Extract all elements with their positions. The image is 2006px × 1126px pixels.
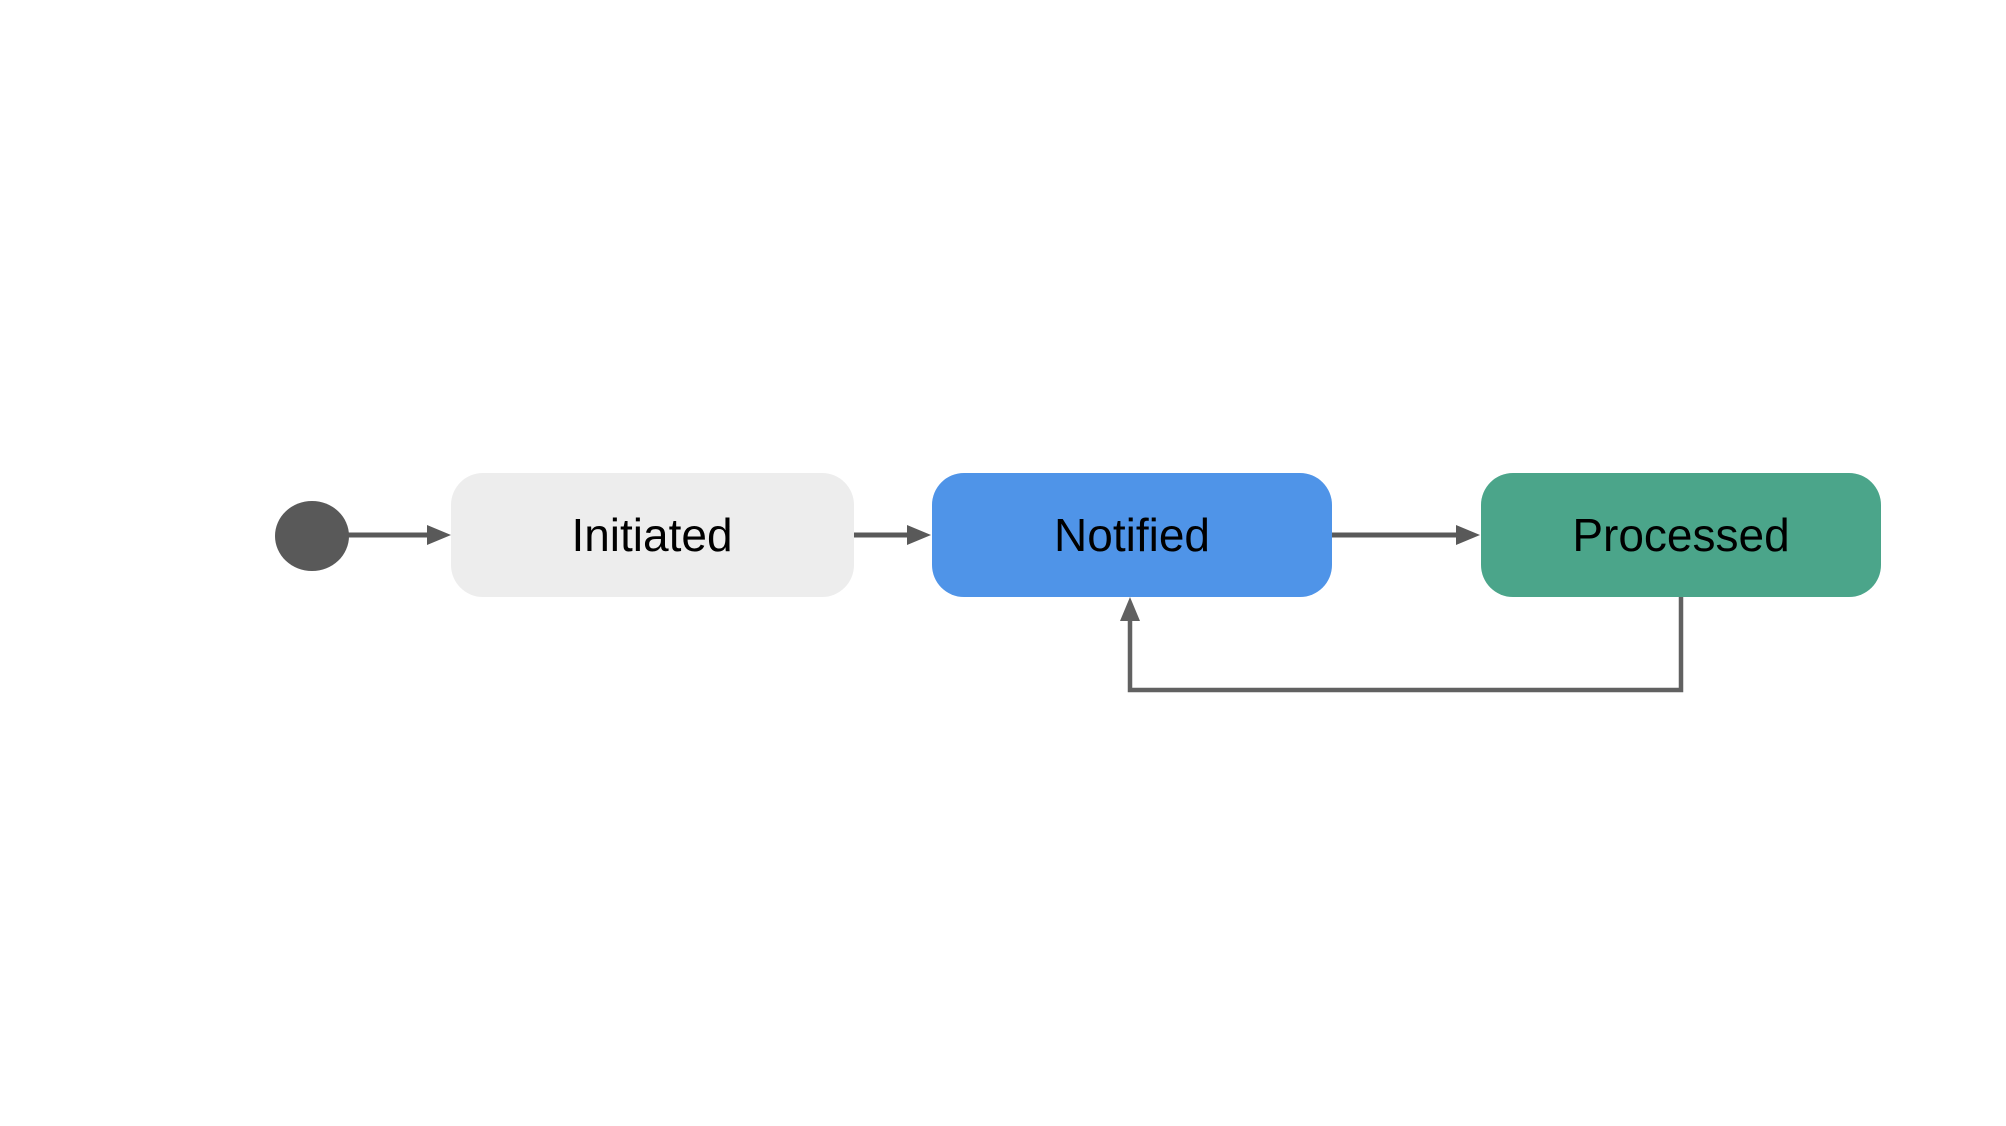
feedback-loop-processed-to-notified [1120,597,1684,693]
arrowhead-icon [907,525,931,545]
state-initiated: Initiated [451,473,854,597]
state-processed: Processed [1481,473,1881,597]
loop-line [1127,597,1684,693]
state-box-processed [1481,473,1881,597]
arrowhead-up-icon [1120,597,1140,621]
arrow-initiated-to-notified [854,525,931,545]
arrow-start-to-initiated [348,525,451,545]
state-label-notified: Notified [1054,509,1210,561]
state-notified: Notified [932,473,1332,597]
state-box-initiated [451,473,854,597]
start-node [275,501,349,571]
state-label-initiated: Initiated [571,509,732,561]
state-label-processed: Processed [1572,509,1789,561]
state-box-notified [932,473,1332,597]
arrowhead-icon [1456,525,1480,545]
arrowhead-icon [427,525,451,545]
arrow-notified-to-processed [1332,525,1480,545]
